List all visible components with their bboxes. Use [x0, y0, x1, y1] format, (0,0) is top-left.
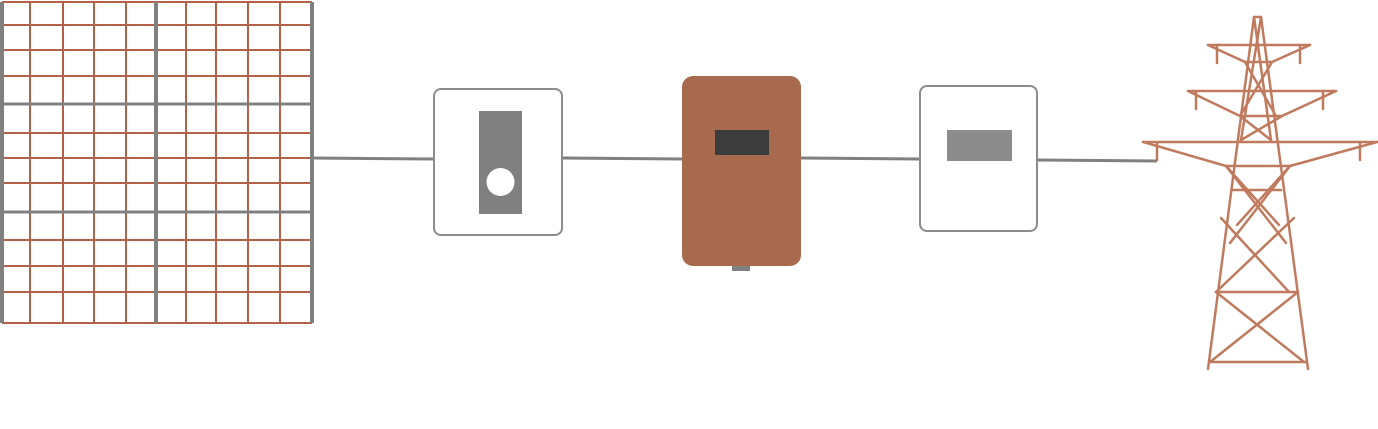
switch-handle	[479, 111, 522, 214]
pylon-strut	[1208, 290, 1300, 364]
meter-icon	[919, 85, 1038, 232]
pylon-strut	[1214, 216, 1296, 294]
wire-panel-to-switch	[311, 156, 435, 161]
pylon-strut	[1288, 140, 1378, 168]
pylon-strut	[1243, 60, 1278, 118]
pylon-icon	[1141, 15, 1378, 371]
wire-inverter-to-meter	[800, 156, 921, 161]
pylon-strut	[1238, 114, 1273, 142]
pylon-strut	[1238, 60, 1274, 118]
pylon-strut	[1141, 140, 1228, 168]
wire-switch-to-inverter	[561, 156, 684, 161]
pylon-strut	[1206, 43, 1247, 64]
wire-meter-to-pylon	[1036, 158, 1158, 163]
solar-panel-icon	[0, 1, 314, 324]
pylon-strut	[1280, 89, 1338, 118]
switch-icon	[433, 88, 563, 236]
pylon-strut	[1214, 290, 1306, 364]
inverter-body	[682, 76, 801, 266]
pylon-strut	[1224, 164, 1288, 245]
meter-display	[947, 130, 1012, 161]
inverter-connector	[732, 262, 750, 271]
pylon-strut	[1228, 164, 1292, 245]
inverter-display	[715, 130, 769, 155]
pylon-strut	[1206, 15, 1256, 371]
pylon-strut	[1239, 114, 1284, 142]
pylon-strut	[1186, 89, 1242, 118]
pylon-strut	[1270, 43, 1312, 64]
pylon-strut	[1259, 15, 1310, 371]
inverter-icon	[682, 76, 801, 271]
switch-knob	[486, 168, 515, 196]
